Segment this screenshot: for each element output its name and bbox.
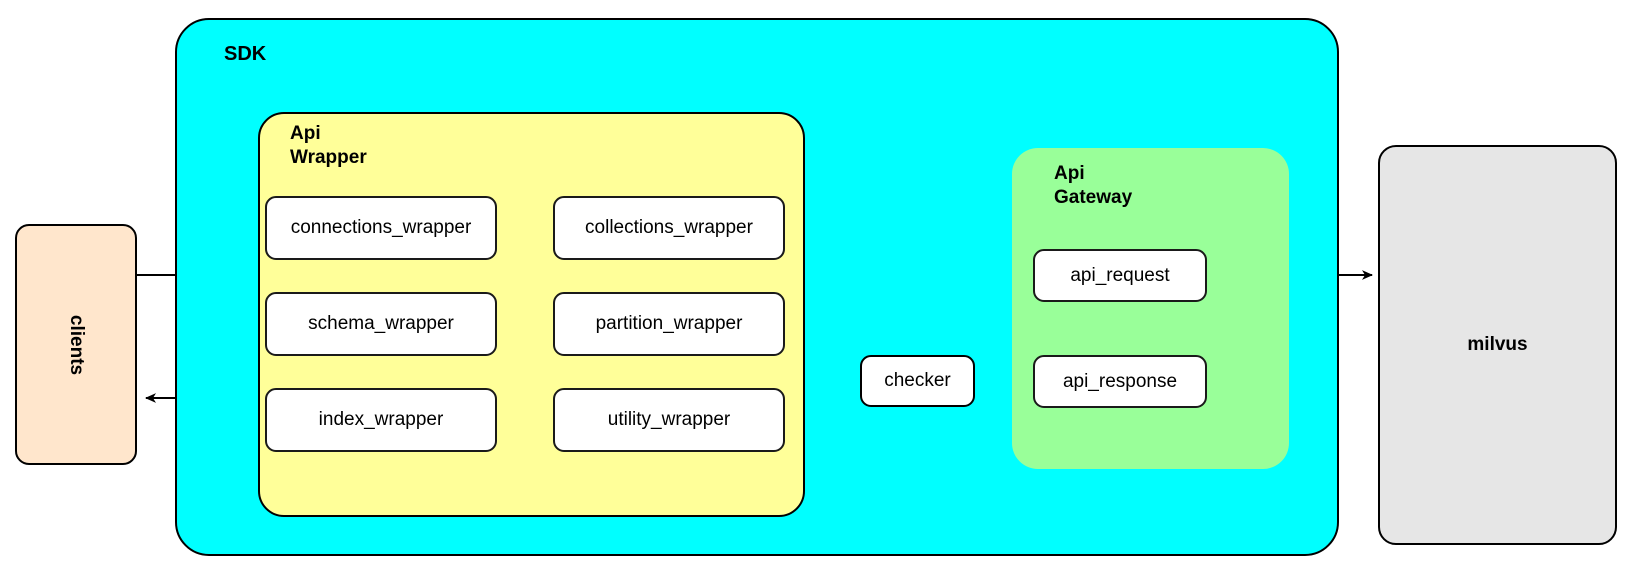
- api-response-label: api_response: [1062, 370, 1178, 392]
- api-gateway-label-line1: Api: [1054, 163, 1085, 184]
- api-response-node[interactable]: api_response: [1033, 355, 1207, 408]
- module-label: schema_wrapper: [308, 313, 454, 334]
- module-label: collections_wrapper: [585, 217, 753, 238]
- sdk-label: SDK: [224, 43, 267, 65]
- module-label: partition_wrapper: [595, 313, 743, 334]
- milvus-label: milvus: [1467, 334, 1528, 355]
- module-connections-wrapper[interactable]: connections_wrapper: [265, 196, 497, 260]
- api-request-node[interactable]: api_request: [1033, 249, 1207, 302]
- clients-label: clients: [65, 314, 87, 375]
- api-wrapper-label: Api Wrapper: [290, 122, 440, 170]
- clients-node[interactable]: clients: [15, 224, 137, 465]
- api-gateway-label: Api Gateway: [1054, 162, 1194, 210]
- module-label: connections_wrapper: [290, 217, 472, 238]
- module-index-wrapper[interactable]: index_wrapper: [265, 388, 497, 452]
- module-utility-wrapper[interactable]: utility_wrapper: [553, 388, 785, 452]
- module-schema-wrapper[interactable]: schema_wrapper: [265, 292, 497, 356]
- module-collections-wrapper[interactable]: collections_wrapper: [553, 196, 785, 260]
- checker-node[interactable]: checker: [860, 355, 975, 407]
- module-label: utility_wrapper: [607, 409, 731, 430]
- module-label: index_wrapper: [318, 409, 444, 430]
- api-gateway-container[interactable]: Api Gateway: [1012, 148, 1289, 469]
- milvus-node[interactable]: milvus: [1378, 145, 1617, 545]
- api-request-label: api_request: [1070, 264, 1170, 286]
- api-wrapper-label-line2: Wrapper: [290, 146, 367, 168]
- checker-label: checker: [884, 370, 951, 391]
- api-gateway-label-line2: Gateway: [1054, 186, 1133, 208]
- module-partition-wrapper[interactable]: partition_wrapper: [553, 292, 785, 356]
- api-wrapper-label-line1: Api: [290, 123, 321, 144]
